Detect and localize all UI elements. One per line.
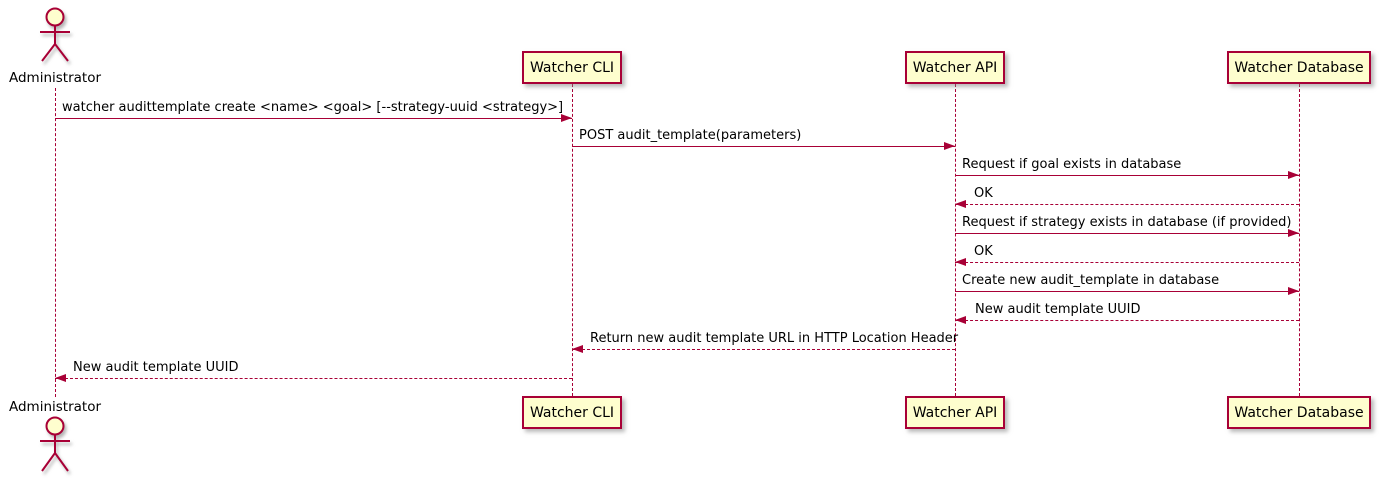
- message-label: POST audit_template(parameters): [579, 128, 802, 143]
- actor-label-administrator-bottom: Administrator: [8, 399, 102, 415]
- lifeline-watcher-cli: [572, 84, 573, 396]
- actor-icon: [40, 416, 70, 472]
- message-line: [955, 233, 1299, 234]
- arrowhead-right-icon: [944, 142, 955, 150]
- message-label: Request if goal exists in database: [962, 157, 1182, 172]
- message-line: [572, 349, 955, 350]
- message-label: Request if strategy exists in database (…: [962, 215, 1292, 230]
- arrowhead-right-icon: [561, 114, 572, 122]
- message-label: OK: [974, 244, 993, 259]
- message-label: watcher audittemplate create <name> <goa…: [62, 100, 564, 115]
- message-line: [572, 146, 955, 147]
- message-label: OK: [974, 186, 993, 201]
- message-label: New audit template UUID: [975, 302, 1141, 317]
- message-line: [55, 118, 572, 119]
- participant-box-watcher-cli-bottom: Watcher CLI: [522, 396, 622, 429]
- arrowhead-left-icon: [955, 258, 966, 266]
- participant-box-watcher-api-top: Watcher API: [905, 51, 1005, 84]
- message-line: [55, 378, 572, 379]
- lifeline-administrator: [55, 88, 56, 397]
- message-line: [955, 175, 1299, 176]
- arrowhead-left-icon: [955, 200, 966, 208]
- arrowhead-left-icon: [955, 316, 966, 324]
- arrowhead-right-icon: [1288, 287, 1299, 295]
- lifeline-watcher-api: [955, 84, 956, 396]
- participant-box-watcher-database-bottom: Watcher Database: [1227, 396, 1371, 429]
- message-line: [955, 262, 1299, 263]
- arrowhead-left-icon: [55, 374, 66, 382]
- message-label: Create new audit_template in database: [962, 273, 1220, 288]
- actor-label-administrator-top: Administrator: [8, 70, 102, 86]
- participant-box-watcher-cli-top: Watcher CLI: [522, 51, 622, 84]
- lifeline-watcher-database: [1299, 84, 1300, 396]
- participant-box-watcher-database-top: Watcher Database: [1227, 51, 1371, 84]
- message-label: Return new audit template URL in HTTP Lo…: [590, 331, 959, 346]
- actor-icon: [40, 7, 70, 62]
- message-line: [955, 204, 1299, 205]
- message-label: New audit template UUID: [73, 360, 239, 375]
- participant-box-watcher-api-bottom: Watcher API: [905, 396, 1005, 429]
- arrowhead-right-icon: [1288, 229, 1299, 237]
- message-line: [955, 320, 1299, 321]
- arrowhead-left-icon: [572, 345, 583, 353]
- arrowhead-right-icon: [1288, 171, 1299, 179]
- message-line: [955, 291, 1299, 292]
